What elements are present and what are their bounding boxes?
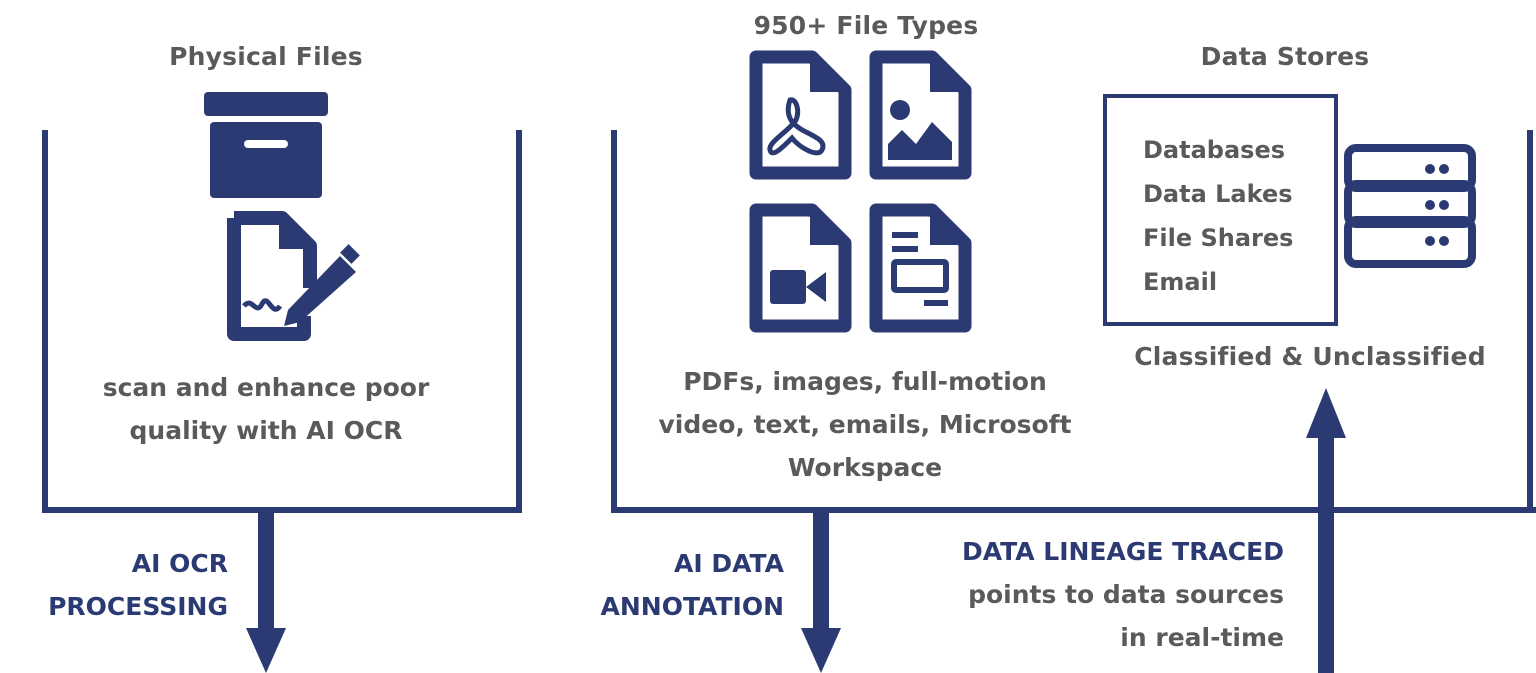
physical-files-description: scan and enhance poor quality with AI OC… (80, 366, 452, 452)
text-file-icon (869, 203, 972, 333)
ocr-processing-label: AI OCR PROCESSING (0, 542, 228, 628)
down-arrow-annotation (801, 510, 841, 673)
physical-files-bracket (42, 130, 522, 513)
description-line: PDFs, images, full-motion (683, 367, 1047, 396)
server-stack-icon (1344, 144, 1476, 268)
up-arrow-lineage (1306, 388, 1346, 673)
data-stores-box (1103, 94, 1338, 326)
archive-box-icon (204, 92, 328, 198)
list-item: File Shares (1143, 224, 1294, 252)
label-line: AI OCR (131, 549, 228, 578)
video-file-icon (749, 203, 852, 333)
lineage-detail-line: in real-time (1120, 623, 1284, 652)
file-types-description: PDFs, images, full-motion video, text, e… (620, 360, 1110, 489)
description-line: video, text, emails, Microsoft (658, 410, 1072, 439)
down-arrow-ocr (246, 510, 286, 673)
list-item: Data Lakes (1143, 180, 1293, 208)
physical-files-title: Physical Files (169, 42, 363, 71)
lineage-title: DATA LINEAGE TRACED (961, 537, 1284, 566)
data-stores-list: Databases Data Lakes File Shares Email (1143, 128, 1343, 304)
image-file-icon (869, 50, 972, 180)
lineage-detail-line: points to data sources (968, 580, 1284, 609)
data-stores-caption: Classified & Unclassified (1134, 342, 1486, 371)
label-line: PROCESSING (48, 592, 228, 621)
description-line: quality with AI OCR (129, 416, 403, 445)
description-line: Workspace (787, 453, 943, 482)
label-line: AI DATA (674, 549, 784, 578)
data-stores-title: Data Stores (1200, 42, 1370, 71)
list-item: Databases (1143, 136, 1286, 164)
data-annotation-label: AI DATA ANNOTATION (540, 542, 785, 628)
file-types-title: 950+ File Types (753, 11, 979, 40)
description-line: scan and enhance poor (102, 373, 430, 402)
label-line: ANNOTATION (600, 592, 785, 621)
list-item: Email (1143, 268, 1218, 296)
data-lineage-label: DATA LINEAGE TRACED points to data sourc… (880, 530, 1284, 659)
file-types-bracket (611, 130, 1536, 513)
pdf-file-icon (749, 50, 852, 180)
signed-document-icon (227, 211, 360, 341)
